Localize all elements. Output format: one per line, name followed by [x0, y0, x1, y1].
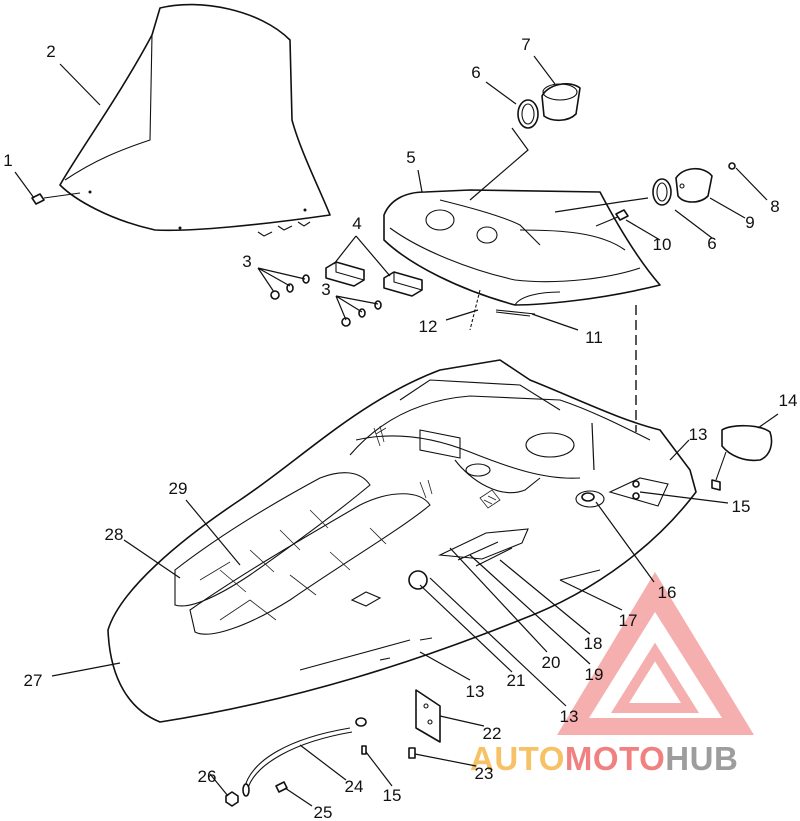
windshield — [59, 3, 331, 237]
callout-c20: 20 — [542, 653, 561, 672]
screws-washers-3 — [270, 274, 382, 327]
callout-c16: 16 — [658, 583, 677, 602]
callout-c8: 8 — [770, 197, 779, 216]
callout-c6b: 6 — [707, 234, 716, 253]
hood-27 — [107, 359, 697, 723]
callout-c21: 21 — [507, 671, 526, 690]
callout-c28: 28 — [105, 525, 124, 544]
watermark-logo: AUTOMOTOHUB — [470, 572, 754, 777]
assembly-centerlines — [469, 127, 649, 471]
callout-c22: 22 — [483, 724, 502, 743]
gauge-7 — [517, 83, 581, 129]
watermark-hub: HUB — [665, 740, 738, 777]
watermark-triangle-inner — [610, 642, 700, 713]
callout-c10: 10 — [653, 235, 672, 254]
watermark-moto: MOTO — [565, 740, 665, 777]
fastener-15-lower — [355, 717, 367, 755]
screw-25 — [275, 781, 288, 793]
watermark-triangle — [557, 572, 754, 735]
connector-10 — [595, 209, 629, 227]
callout-c4: 4 — [352, 214, 361, 233]
callout-labels: 1233456678910111213131314151516171819202… — [3, 35, 797, 821]
callout-c3b: 3 — [321, 280, 330, 299]
callout-c26: 26 — [198, 767, 217, 786]
callout-c18: 18 — [584, 634, 603, 653]
gauge-9 — [652, 162, 736, 206]
callout-c27: 27 — [24, 671, 43, 690]
callout-c25: 25 — [314, 803, 333, 821]
callout-c14: 14 — [779, 391, 798, 410]
callout-c17: 17 — [619, 611, 638, 630]
watermark-text: AUTOMOTOHUB — [470, 740, 738, 777]
cable-11-12 — [469, 289, 536, 331]
callout-c24: 24 — [345, 777, 364, 796]
plate-22 — [415, 689, 441, 743]
callout-c29: 29 — [169, 479, 188, 498]
callout-c13a: 13 — [689, 425, 708, 444]
callout-c12: 12 — [419, 317, 438, 336]
instrument-panel — [383, 189, 661, 306]
callout-c19: 19 — [585, 665, 604, 684]
callout-c7: 7 — [521, 35, 530, 54]
screw-23 — [408, 747, 416, 759]
callout-c15a: 15 — [732, 497, 751, 516]
callout-c1: 1 — [3, 151, 12, 170]
leader-lines — [14, 55, 779, 807]
callout-c15b: 15 — [383, 786, 402, 805]
callout-c5: 5 — [406, 148, 415, 167]
callout-c13c: 13 — [560, 707, 579, 726]
callout-c6a: 6 — [471, 63, 480, 82]
callout-c11: 11 — [585, 328, 603, 347]
callout-c2: 2 — [46, 42, 55, 61]
nut-26 — [225, 791, 239, 807]
callout-c3a: 3 — [242, 252, 251, 271]
mirror-14 — [711, 424, 773, 491]
watermark-auto: AUTO — [470, 740, 565, 777]
cable-24 — [242, 727, 353, 797]
callout-c13b: 13 — [466, 682, 485, 701]
mounting-brackets — [325, 261, 423, 297]
callout-c9: 9 — [745, 213, 754, 232]
callout-c23: 23 — [475, 764, 494, 783]
screw-1 — [31, 192, 81, 205]
